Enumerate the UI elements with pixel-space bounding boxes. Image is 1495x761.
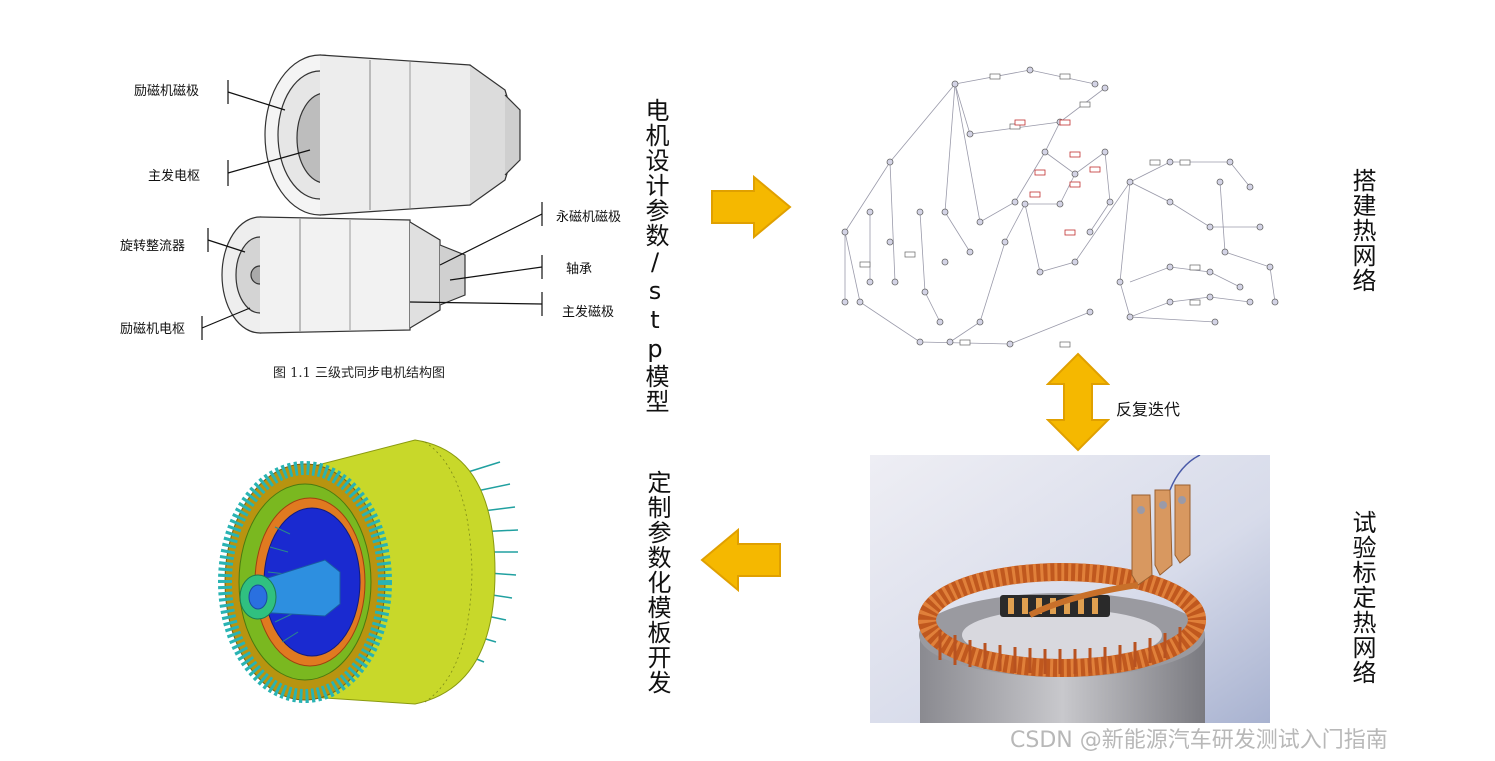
motor-structure-drawing: 励磁机磁极 主发电枢 旋转整流器 励磁机电枢 永磁机磁极 轴承 主发磁极 图 1… xyxy=(110,40,630,390)
thermal-network-svg xyxy=(841,66,1279,348)
label-exciter-poles: 励磁机磁极 xyxy=(134,84,200,99)
motor-3d-svg xyxy=(218,439,519,705)
step-build-network: 搭建热网络 xyxy=(1348,168,1376,293)
motor-3d-model xyxy=(210,432,530,717)
label-pm-poles: 永磁机磁极 xyxy=(556,210,622,225)
left-arrow-icon xyxy=(700,528,782,592)
right-arrow-icon xyxy=(710,175,792,239)
thermal-network-diagram xyxy=(830,52,1300,352)
step-test-calibration: 试验标定热网络 xyxy=(1348,510,1376,685)
motor-sketch-svg xyxy=(201,54,543,340)
step-design-params: 电机设计参数/stp模型 xyxy=(641,98,669,414)
label-rotating-rectifier: 旋转整流器 xyxy=(120,239,186,254)
up-down-arrow-icon xyxy=(1046,352,1110,452)
figure-caption: 图 1.1 三级式同步电机结构图 xyxy=(273,366,445,381)
step-custom-template: 定制参数化模板开发 xyxy=(643,470,671,695)
watermark: CSDN @新能源汽车研发测试入门指南 xyxy=(1010,728,1388,753)
test-photo xyxy=(870,455,1270,723)
label-bearing: 轴承 xyxy=(566,262,593,277)
iterate-label: 反复迭代 xyxy=(1116,400,1181,419)
test-photo-svg xyxy=(870,455,1270,723)
label-main-poles: 主发磁极 xyxy=(562,305,615,320)
label-exciter-armature: 励磁机电枢 xyxy=(120,322,186,337)
label-main-armature: 主发电枢 xyxy=(148,169,201,184)
